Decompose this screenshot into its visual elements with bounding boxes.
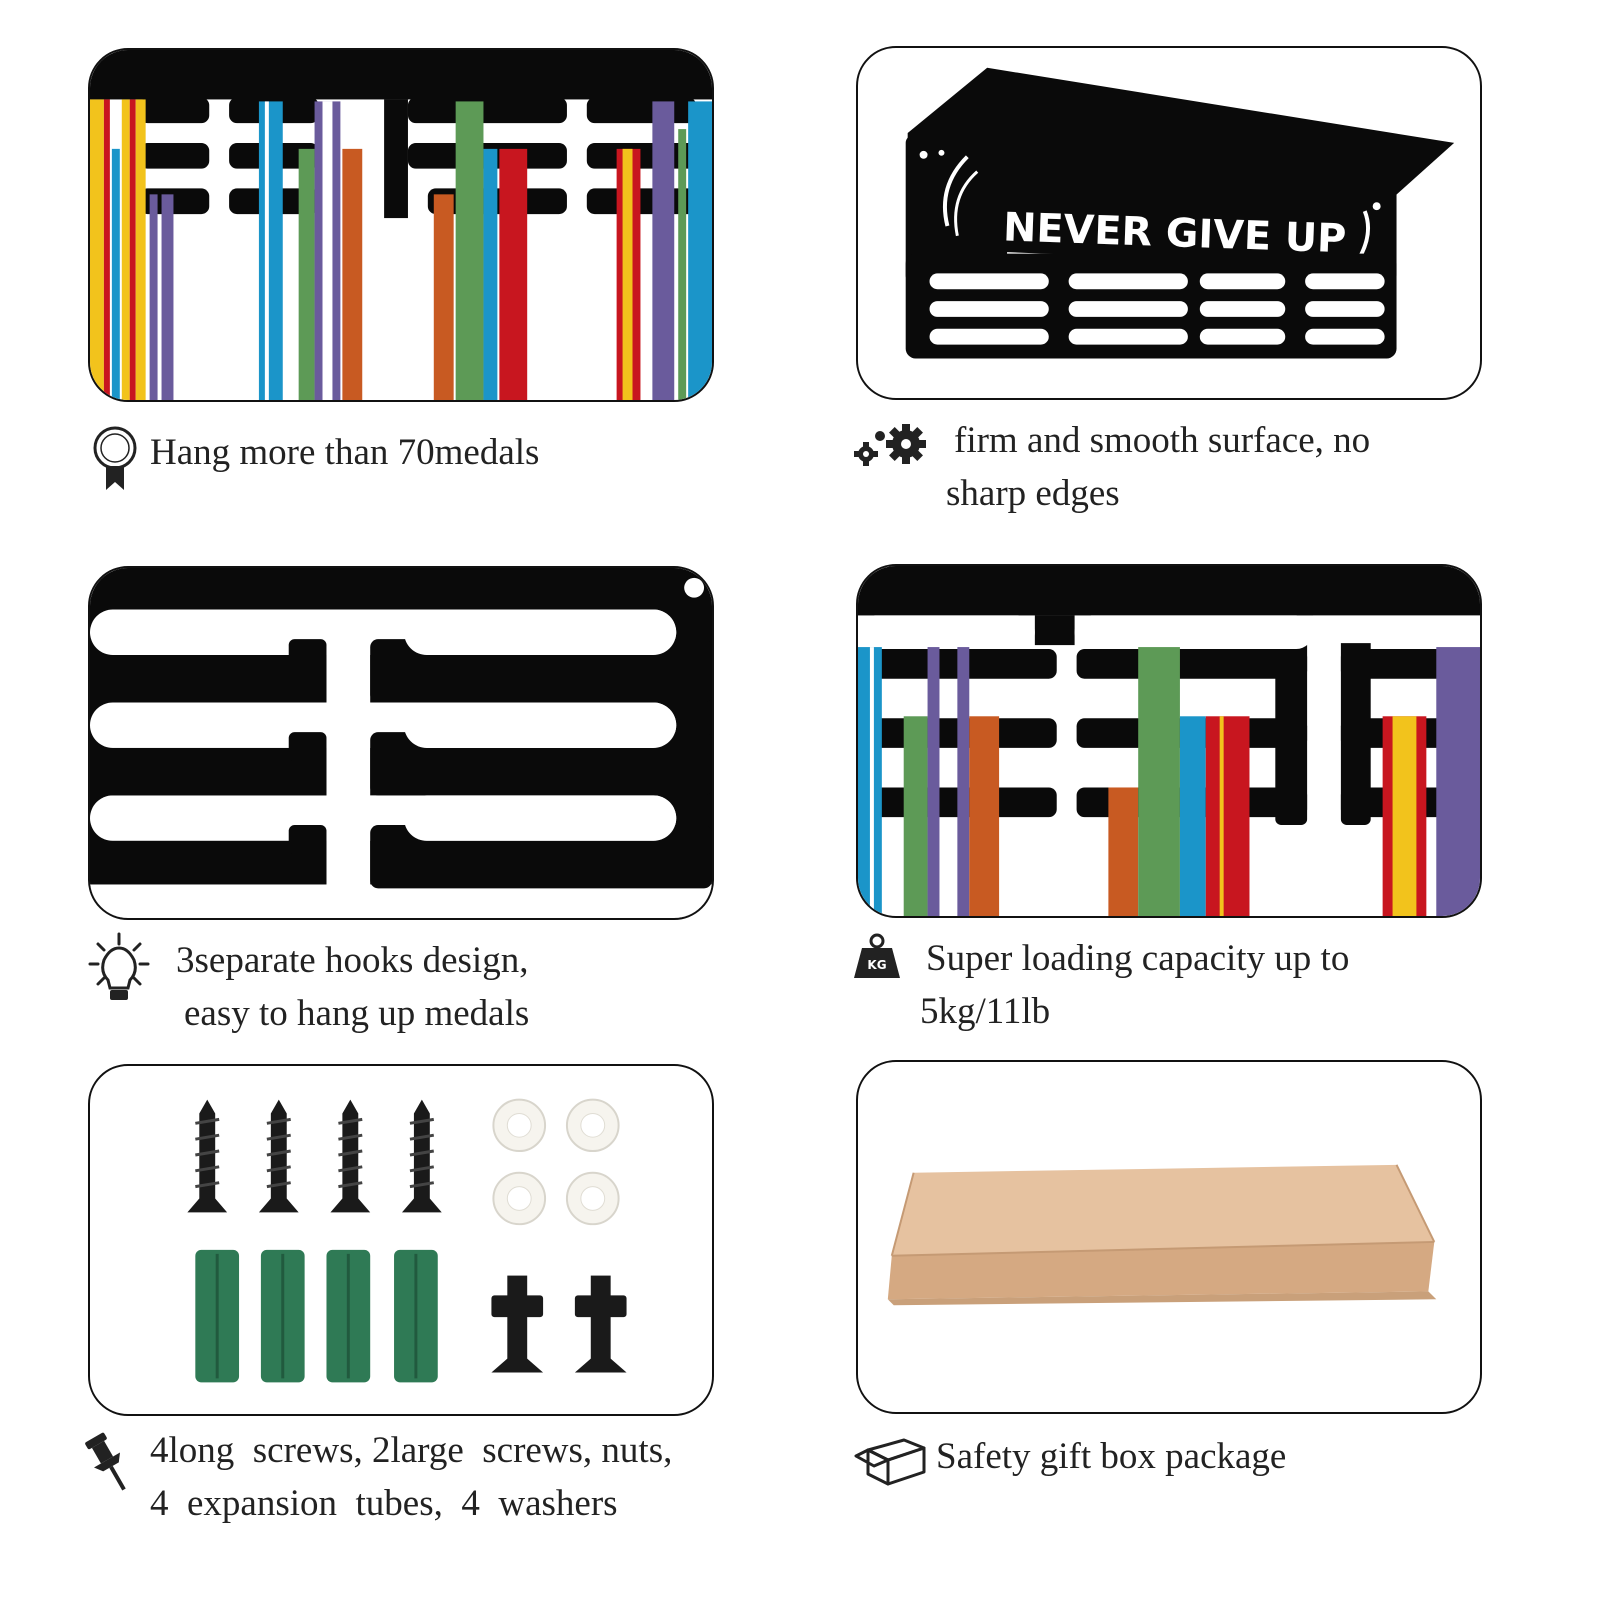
caption-surface-line-2: sharp edges bbox=[946, 473, 1120, 514]
push-pin-icon bbox=[84, 1430, 130, 1496]
kg-weight-icon: KG bbox=[854, 932, 900, 980]
medal-hanger-closeup-image bbox=[88, 48, 714, 402]
caption-hardware-line-2: 4 expansion tubes, 4 washers bbox=[150, 1483, 618, 1524]
hardware-kit-image bbox=[88, 1064, 714, 1416]
loaded-hanger-image bbox=[856, 564, 1482, 918]
caption-medals-line-1: Hang more than 70medals bbox=[150, 432, 540, 473]
hook-detail-image bbox=[88, 566, 714, 920]
caption-capacity-line-1: Super loading capacity up to bbox=[926, 938, 1350, 979]
caption-surface-line-1: firm and smooth surface, no bbox=[954, 420, 1371, 461]
caption-package-line-1: Safety gift box package bbox=[936, 1436, 1287, 1477]
caption-medals: Hang more than 70medals bbox=[150, 426, 539, 479]
caption-hooks: 3separate hooks design, easy to hang up … bbox=[176, 934, 529, 1040]
caption-hooks-line-1: 3separate hooks design, bbox=[176, 940, 529, 981]
gears-icon bbox=[854, 424, 930, 468]
slogan-hanger-image: NEVER GIVE UP bbox=[856, 46, 1482, 400]
caption-hardware: 4long screws, 2large screws, nuts, 4 exp… bbox=[150, 1424, 672, 1530]
caption-hooks-line-2: easy to hang up medals bbox=[184, 993, 530, 1034]
gift-box-image bbox=[856, 1060, 1482, 1414]
caption-capacity-line-2: 5kg/11lb bbox=[920, 991, 1051, 1032]
gift-box-icon bbox=[854, 1434, 926, 1486]
kg-weight-label: KG bbox=[867, 958, 886, 972]
caption-capacity: Super loading capacity up to 5kg/11lb bbox=[920, 932, 1349, 1038]
caption-surface: firm and smooth surface, no sharp edges bbox=[946, 414, 1370, 520]
caption-hardware-line-1: 4long screws, 2large screws, nuts, bbox=[150, 1430, 673, 1471]
light-bulb-icon bbox=[84, 932, 154, 1006]
caption-package: Safety gift box package bbox=[936, 1430, 1286, 1483]
medal-ribbon-icon bbox=[90, 424, 140, 494]
